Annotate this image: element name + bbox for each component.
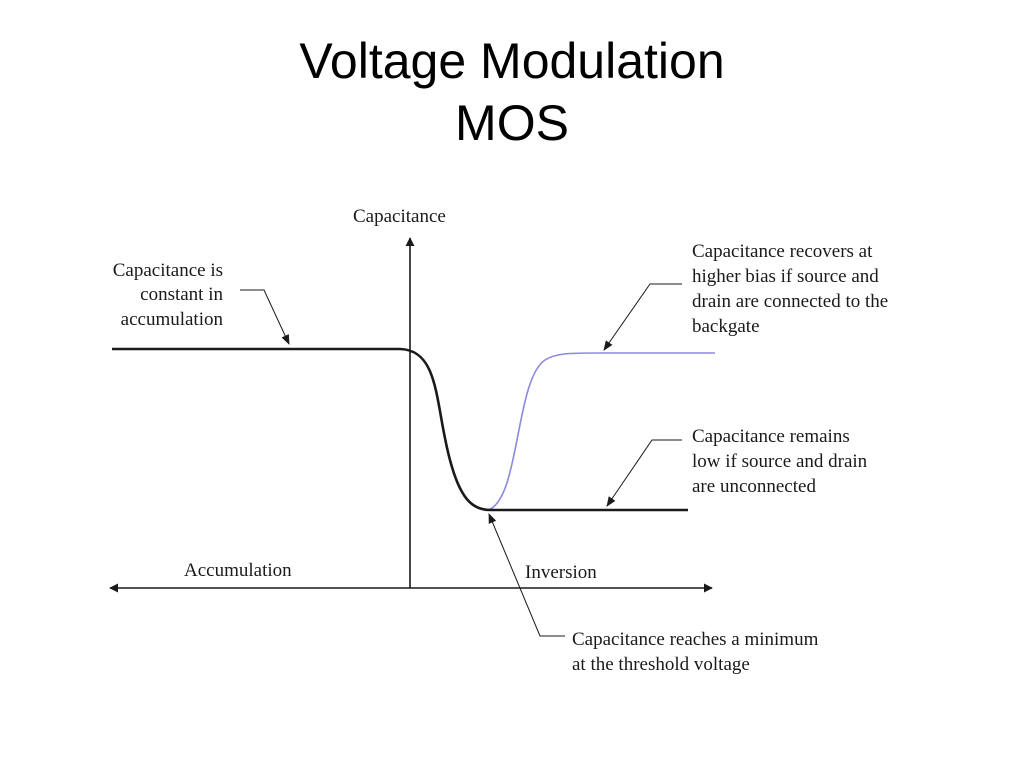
x-axis-label-inversion: Inversion — [525, 562, 597, 583]
cv-curve-low — [112, 347, 688, 512]
callout-arrow-accumulation — [240, 289, 290, 345]
title-line-1: Voltage Modulation — [299, 33, 725, 89]
slide-title: Voltage Modulation MOS — [0, 30, 1024, 154]
callout-arrow-recovers — [603, 283, 682, 351]
x-axis-label-accumulation: Accumulation — [184, 560, 292, 581]
callout-arrow-remains-low — [606, 439, 682, 507]
annotation-remains-low: Capacitance remains low if source and dr… — [606, 426, 868, 507]
annotation-accumulation-line-3: accumulation — [121, 309, 224, 330]
annotation-accumulation-line-1: Capacitance is — [113, 260, 223, 281]
annotation-recovers-line-4: backgate — [692, 316, 760, 337]
annotation-accumulation: Capacitance is constant in accumulation — [113, 260, 290, 345]
annotation-recovers-line-2: higher bias if source and — [692, 266, 879, 287]
annotation-minimum: Capacitance reaches a minimum at the thr… — [488, 513, 819, 675]
annotation-accumulation-line-2: constant in — [140, 284, 223, 305]
annotation-minimum-line-2: at the threshold voltage — [572, 654, 750, 675]
annotation-recovers: Capacitance recovers at higher bias if s… — [603, 241, 888, 351]
recovery-curve — [487, 352, 715, 511]
title-line-2: MOS — [455, 95, 569, 151]
y-axis-label: Capacitance — [353, 206, 446, 227]
annotation-remains-low-line-3: are unconnected — [692, 476, 816, 497]
annotation-remains-low-line-1: Capacitance remains — [692, 426, 850, 447]
annotation-recovers-line-3: drain are connected to the — [692, 291, 888, 312]
callout-arrow-minimum — [488, 513, 565, 637]
annotation-minimum-line-1: Capacitance reaches a minimum — [572, 629, 819, 650]
annotation-remains-low-line-2: low if source and drain — [692, 451, 868, 472]
annotation-recovers-line-1: Capacitance recovers at — [692, 241, 873, 262]
